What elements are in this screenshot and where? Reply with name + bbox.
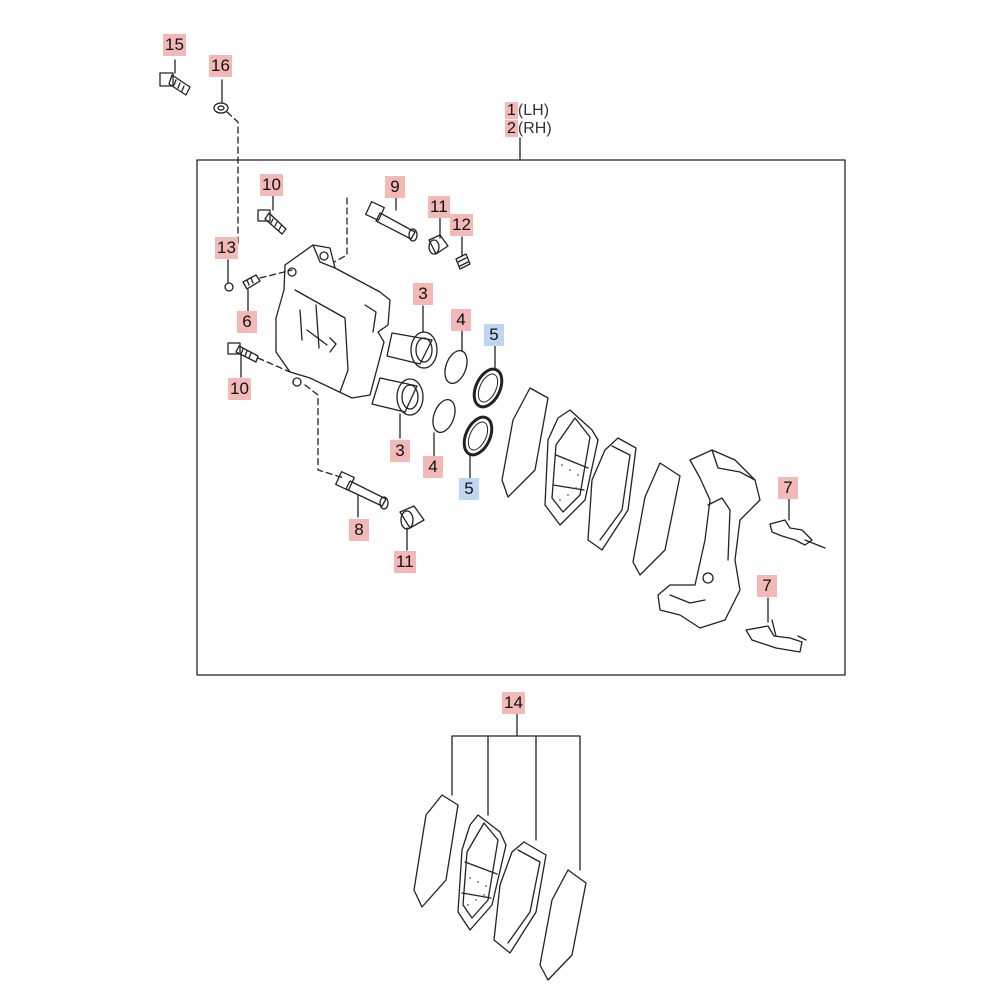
shim-outer — [501, 387, 549, 498]
callout-8[interactable]: 8 — [349, 519, 369, 541]
callout-4-lower[interactable]: 4 — [423, 456, 443, 478]
dashed-leader-16 — [226, 111, 239, 247]
callout-7-upper[interactable]: 7 — [778, 477, 798, 499]
callout-11-bottom[interactable]: 11 — [394, 551, 416, 573]
pad-set-pad-outer — [457, 814, 507, 931]
pad-set-leader — [451, 713, 581, 871]
callout-16[interactable]: 16 — [209, 55, 232, 77]
callout-12[interactable]: 12 — [450, 214, 473, 236]
dust-boot-5-upper — [472, 367, 504, 409]
bleeder-bolt-15 — [159, 72, 191, 96]
pin-boot-11-top — [428, 234, 449, 255]
callout-10-top[interactable]: 10 — [260, 174, 283, 196]
dashed-leader-8 — [304, 384, 345, 479]
piston-3-lower — [371, 377, 424, 416]
piston-seal-4-lower — [432, 399, 456, 433]
pad-clip-7-lower — [745, 619, 807, 653]
callout-15[interactable]: 15 — [163, 34, 186, 56]
guide-pin-8 — [335, 471, 389, 510]
shim-inner — [632, 462, 681, 576]
brake-pad-outer — [544, 409, 599, 526]
dashed-leader-6 — [259, 269, 293, 279]
assembly-label-rh: 2(RH) — [505, 120, 552, 138]
assembly-frame — [196, 159, 846, 676]
dashed-leader-10b — [257, 357, 291, 373]
guide-bolt-10-top — [257, 209, 287, 235]
callout-7-lower[interactable]: 7 — [757, 575, 777, 597]
dust-boot-5-lower-inner — [467, 421, 489, 451]
callout-9[interactable]: 9 — [385, 176, 405, 198]
dashed-leader-9 — [333, 197, 348, 263]
assembly-suffix-rh: (RH) — [517, 120, 552, 137]
dust-boot-5-upper-inner — [477, 373, 499, 403]
guide-pin-9 — [365, 201, 418, 242]
guide-bolt-10-bottom — [227, 342, 259, 363]
callout-3-lower[interactable]: 3 — [390, 440, 410, 462]
caliper-housing — [275, 244, 391, 399]
callout-5-lower[interactable]: 5 — [459, 478, 479, 500]
callout-10-bottom[interactable]: 10 — [228, 378, 251, 400]
pad-set-shim-outer — [413, 794, 459, 908]
callout-11-top[interactable]: 11 — [428, 196, 450, 218]
callout-14[interactable]: 14 — [502, 692, 525, 714]
washer-16 — [213, 102, 229, 114]
bleeder-screw-6 — [242, 274, 261, 290]
pin-boot-11-bottom — [399, 505, 425, 530]
brake-pad-inner — [587, 437, 637, 551]
assembly-label-lh: 1(LH) — [505, 102, 549, 120]
bleeder-cap-13 — [224, 282, 234, 292]
callout-5-upper[interactable]: 5 — [484, 324, 504, 346]
caliper-bracket — [657, 449, 761, 629]
callout-6[interactable]: 6 — [237, 311, 257, 333]
piston-3-upper — [386, 331, 438, 369]
pad-clip-7-upper — [769, 519, 826, 549]
friction-texture — [467, 464, 579, 906]
assembly-number-rh[interactable]: 2 — [505, 120, 518, 137]
dust-boot-5-lower — [462, 415, 494, 457]
pad-set-shim-inner — [539, 869, 587, 981]
piston-seal-4-upper — [444, 350, 468, 384]
assembly-number-lh[interactable]: 1 — [505, 102, 518, 119]
assembly-suffix-lh: (LH) — [517, 102, 550, 119]
dust-cap-12 — [455, 253, 471, 270]
callout-3-upper[interactable]: 3 — [413, 283, 433, 305]
callout-4-upper[interactable]: 4 — [451, 309, 471, 331]
pad-set-pad-inner — [493, 841, 547, 954]
callout-13[interactable]: 13 — [215, 237, 238, 259]
